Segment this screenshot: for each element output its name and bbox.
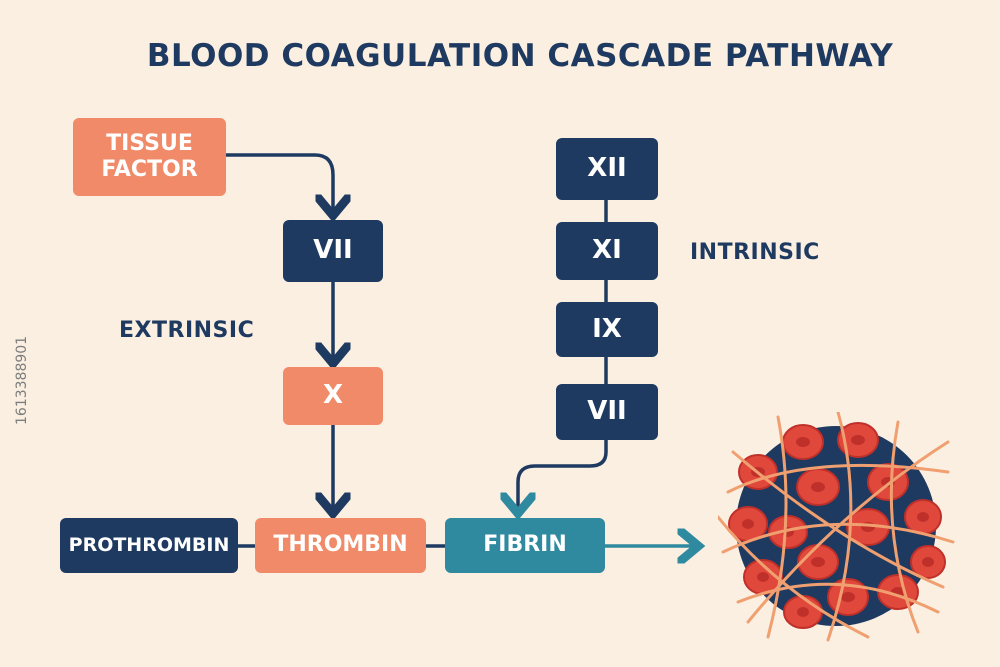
stock-watermark: 1613388901: [14, 335, 30, 425]
node-thrombin: THROMBIN: [255, 518, 426, 573]
node-ix: IX: [556, 302, 658, 357]
node-tissue-factor: TISSUE FACTOR: [73, 118, 226, 196]
diagram-title: BLOOD COAGULATION CASCADE PATHWAY: [146, 38, 894, 74]
arrow-tissue-factor-to-vii: [226, 153, 333, 212]
label-extrinsic: EXTRINSIC: [119, 318, 255, 343]
node-vii-intrinsic: VII: [556, 384, 658, 440]
arrow-vii-to-fibrin: [518, 440, 608, 510]
node-xii: XII: [556, 138, 658, 200]
node-prothrombin: PROTHROMBIN: [60, 518, 238, 573]
node-fibrin: FIBRIN: [445, 518, 605, 573]
label-intrinsic: INTRINSIC: [690, 240, 820, 265]
fibrin-strands: [718, 412, 955, 642]
node-vii-extrinsic: VII: [283, 220, 383, 282]
node-x: X: [283, 367, 383, 425]
blood-clot-illustration: [718, 412, 955, 642]
node-xi: XI: [556, 222, 658, 280]
